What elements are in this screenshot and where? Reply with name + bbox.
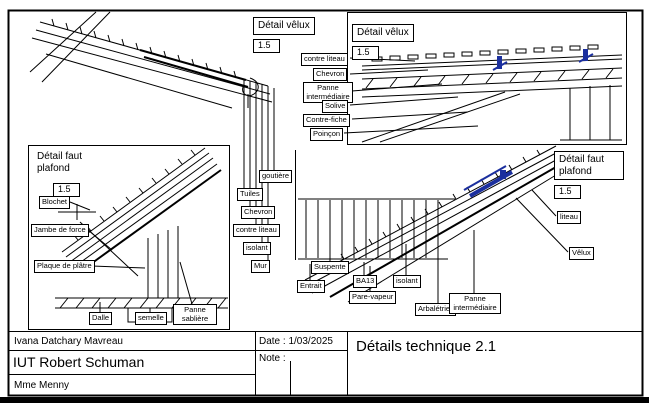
callout-contre-liteau-mid: contre liteau (233, 224, 280, 237)
callout-chevron-tr: Chevron (313, 68, 348, 81)
panel-top-left-roof-detail (29, 11, 275, 260)
callout-contre-liteau-tr: contre liteau (301, 53, 348, 66)
detail-title-plafond-right: Détail faut plafond (554, 151, 624, 180)
detail-scale-plafond-left: 1.5 (53, 183, 80, 197)
callout-jambe-de-force: Jambe de force (31, 224, 89, 237)
callout-pare-vapeur: Pare-vapeur (349, 291, 397, 304)
callout-dalle: Dalle (89, 312, 113, 325)
titleblock-school: IUT Robert Schuman (13, 354, 145, 370)
callout-mur: Mur (251, 260, 270, 273)
detail-scale-velux-top: 1.5 (253, 39, 280, 53)
callout-panne-intermediaire-bottom: Panne intermédiaire (449, 293, 501, 315)
titleblock-date: Date : 1/03/2025 (259, 336, 333, 347)
callout-ba13: BA13 (353, 275, 378, 288)
callout-arbaletrier: Arbalétrier (415, 303, 456, 316)
callout-blochet: Blochet (39, 196, 71, 209)
velux-frame-mark (583, 49, 588, 61)
callout-isolant-mid: isolant (243, 242, 271, 255)
panel-left-false-ceiling-detail (55, 147, 228, 323)
callout-isolant-bottom: isolant (393, 275, 421, 288)
callout-goutiere: goutière (259, 170, 293, 183)
callout-panne-sabliere: Panne sablière (173, 304, 217, 326)
callout-velux: Vêlux (569, 247, 594, 260)
callout-solive: Solive (322, 100, 349, 113)
titleblock-author: Ivana Datchary Mavreau (14, 336, 123, 347)
callout-tuiles: Tuiles (237, 188, 263, 201)
detail-title-plafond-left: Détail faut plafond (37, 151, 83, 174)
velux-frame-mark (497, 56, 502, 69)
panel-top-right-roof-section (343, 44, 623, 143)
callout-suspente: Suspente (311, 261, 349, 274)
panel-bottom-roof-slope-detail (298, 145, 569, 303)
callout-plaque-de-platre: Plaque de plâtre (34, 260, 95, 273)
callout-entrait: Entrait (297, 280, 325, 293)
titleblock-note: Note : (259, 353, 286, 364)
window-bottom-edge (0, 397, 649, 403)
detail-scale-velux-right: 1.5 (352, 46, 379, 60)
callout-liteau: liteau (557, 211, 581, 224)
detail-scale-plafond-right: 1.5 (554, 185, 581, 199)
callout-chevron-mid: Chevron (241, 206, 276, 219)
callout-semelle: semelle (135, 312, 167, 325)
detail-title-velux-right: Détail vêlux (352, 24, 414, 42)
sheet-borders (7, 9, 644, 397)
detail-title-velux-top: Détail vêlux (253, 17, 315, 35)
callout-poincon: Poinçon (310, 128, 344, 141)
titleblock-teacher: Mme Menny (14, 380, 70, 391)
titleblock-drawing-title: Détails technique 2.1 (356, 338, 497, 355)
callout-contre-fiche: Contre-fiche (303, 114, 350, 127)
